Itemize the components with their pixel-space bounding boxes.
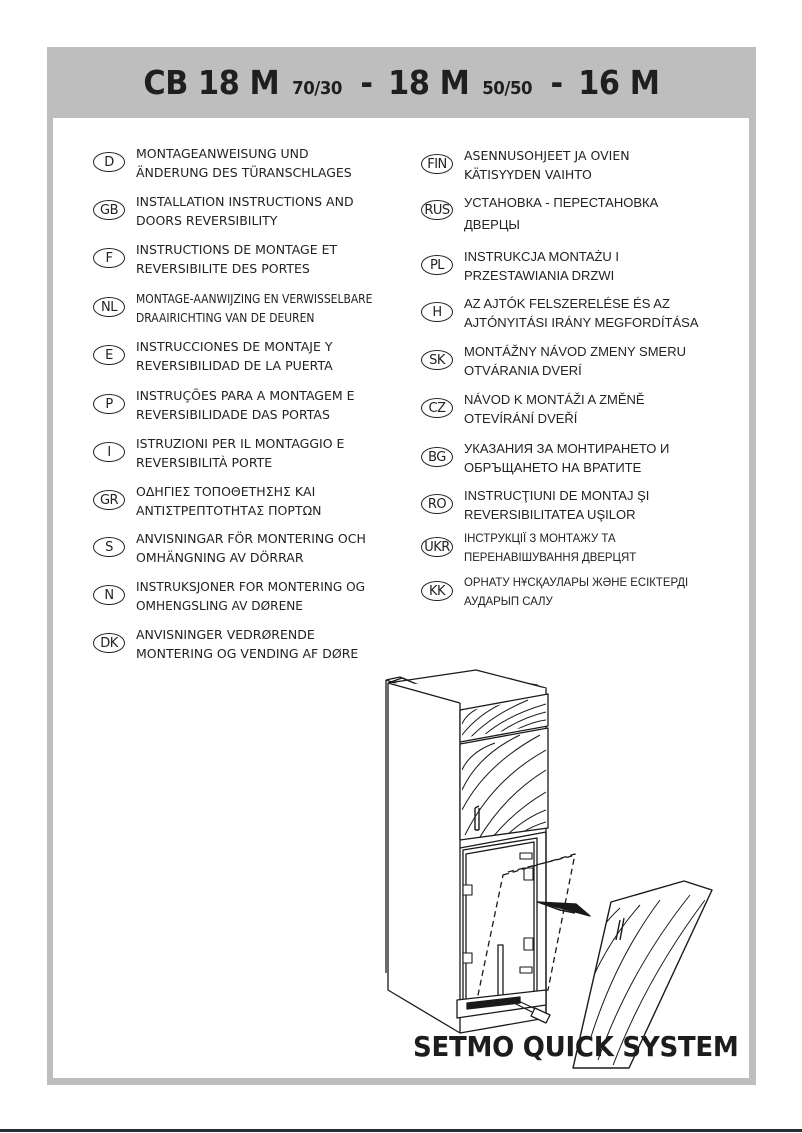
- language-code-badge: BG: [421, 447, 453, 467]
- title-line: OTVÁRANIA DVERÍ: [464, 363, 582, 378]
- title-line: ΟΔΗΓΙΕΣ ΤΟΠΟΘΕΤΗΣΗΣ ΚΑΙ: [136, 484, 316, 499]
- language-code-badge: I: [93, 442, 125, 462]
- title-line: УКАЗАНИЯ ЗА МОНТИРАНЕТО И: [464, 441, 670, 456]
- title-line: ΑΝΤΙΣΤΡΕΠΤΟΤΗΤΑΣ ΠΟΡΤΩΝ: [136, 503, 322, 518]
- title-line: OMHENGSLING AV DØRENE: [136, 598, 303, 613]
- title-line: REVERSIBILIDAD DE LA PUERTA: [136, 358, 333, 373]
- title-line: DOORS REVERSIBILITY: [136, 213, 278, 228]
- title-line: KÄTISYYDEN VAIHTO: [464, 167, 592, 182]
- language-entry: S ANVISNINGAR FÖR MONTERING OCH OMHÄNGNIN…: [93, 529, 366, 567]
- language-code-badge: P: [93, 394, 125, 414]
- language-code-badge: DK: [93, 633, 125, 653]
- language-entry: PL INSTRUKCJA MONTAŻU I PRZESTAWIANIA DRZ…: [421, 247, 619, 285]
- title-line: ДВЕРЦЫ: [464, 217, 520, 232]
- title-line: REVERSIBILITE DES PORTES: [136, 261, 310, 276]
- page-bottom-rule: [0, 1129, 802, 1132]
- model-name: 16 M: [578, 63, 660, 102]
- title-line: INSTRUÇÕES PARA A MONTAGEM E: [136, 388, 355, 403]
- language-entry: CZ NÁVOD K MONTÁŽI A ZMĚNĚ OTEVÍRÁNÍ DVEŘ…: [421, 390, 645, 428]
- language-code-badge: SK: [421, 350, 453, 370]
- title-line: ÄNDERUNG DES TÜRANSCHLAGES: [136, 165, 352, 180]
- language-entry: RUS УСТАНОВКА - ПЕРЕСТАНОВКА ДВЕРЦЫ: [421, 192, 658, 236]
- title-line: REVERSIBILITÀ PORTE: [136, 455, 273, 470]
- language-entry: KK ОРНАТУ НҰСҚАУЛАРЫ ЖӘНЕ ЕСІКТЕРДІ АУДАР…: [421, 573, 700, 611]
- language-code-badge: N: [93, 585, 125, 605]
- title-line: AZ AJTÓK FELSZERELÉSE ÉS AZ: [464, 296, 670, 311]
- language-entry: E INSTRUCCIONES DE MONTAJE Y REVERSIBILID…: [93, 337, 333, 375]
- title-line: INSTALLATION INSTRUCTIONS AND: [136, 194, 354, 209]
- language-entry: I ISTRUZIONI PER IL MONTAGGIO E REVERSIBI…: [93, 434, 344, 472]
- language-code-badge: NL: [93, 297, 125, 317]
- title-line: INSTRUKCJA MONTAŻU I: [464, 249, 620, 264]
- title-line: УСТАНОВКА - ПЕРЕСТАНОВКА: [464, 195, 659, 210]
- title-line: REVERSIBILITATEA UŞILOR: [464, 507, 636, 522]
- model-name: 18 M: [388, 63, 470, 102]
- separator: -: [550, 63, 564, 102]
- model-ratio: 50/50: [482, 78, 533, 99]
- title-line: INSTRUCŢIUNI DE MONTAJ ŞI: [464, 488, 650, 503]
- title-line: AJTÓNYITÁSI IRÁNY MEGFORDÍTÁSA: [464, 315, 699, 330]
- title-line: ПЕРЕНАВІШУВАННЯ ДВЕРЦЯТ: [464, 550, 637, 564]
- language-code-badge: RO: [421, 494, 453, 514]
- title-line: ISTRUZIONI PER IL MONTAGGIO E: [136, 436, 345, 451]
- language-code-badge: D: [93, 152, 125, 172]
- language-entry: RO INSTRUCŢIUNI DE MONTAJ ŞI REVERSIBILIT…: [421, 486, 649, 524]
- language-entry: NL MONTAGE-AANWIJZING EN VERWISSELBARE DR…: [93, 289, 411, 327]
- title-line: DRAAIRICHTING VAN DE DEUREN: [136, 310, 315, 325]
- title-line: INSTRUKSJONER FOR MONTERING OG: [136, 579, 366, 594]
- header-band: CB 18 M 70/30 - 18 M 50/50 - 16 M: [47, 47, 756, 118]
- separator: -: [360, 63, 373, 102]
- title-line: MONTAGE-AANWIJZING EN VERWISSELBARE: [136, 291, 373, 306]
- title-line: ANVISNINGAR FÖR MONTERING OCH: [136, 531, 366, 546]
- title-line: ОРНАТУ НҰСҚАУЛАРЫ ЖӘНЕ ЕСІКТЕРДІ: [464, 575, 689, 589]
- language-entry: GR ΟΔΗΓΙΕΣ ΤΟΠΟΘΕΤΗΣΗΣ ΚΑΙ ΑΝΤΙΣΤΡΕΠΤΟΤΗΤ…: [93, 482, 321, 520]
- title-line: PRZESTAWIANIA DRZWI: [464, 268, 615, 283]
- language-entry: D MONTAGEANWEISUNG UND ÄNDERUNG DES TÜRAN…: [93, 144, 352, 182]
- language-entry: UKR ІНСТРУКЦІЇ З МОНТАЖУ ТА ПЕРЕНАВІШУВАН…: [421, 529, 645, 567]
- language-entry: H AZ AJTÓK FELSZERELÉSE ÉS AZ AJTÓNYITÁSI…: [421, 294, 699, 332]
- language-entry: SK MONTÁŽNY NÁVOD ZMENY SMERU OTVÁRANIA D…: [421, 342, 686, 380]
- title-line: ASENNUSOHJEET JA OVIEN: [464, 148, 630, 163]
- title-line: MONTÁŽNY NÁVOD ZMENY SMERU: [464, 344, 686, 359]
- language-code-badge: CZ: [421, 398, 453, 418]
- title-line: INSTRUCCIONES DE MONTAJE Y: [136, 339, 333, 354]
- title-line: INSTRUCTIONS DE MONTAGE ET: [136, 242, 338, 257]
- page-title: CB 18 M 70/30 - 18 M 50/50 - 16 M: [143, 63, 659, 102]
- language-code-badge: H: [421, 302, 453, 322]
- title-line: MONTERING OG VENDING AF DØRE: [136, 646, 359, 661]
- language-entry: P INSTRUÇÕES PARA A MONTAGEM E REVERSIBIL…: [93, 386, 355, 424]
- content-panel: D MONTAGEANWEISUNG UND ÄNDERUNG DES TÜRAN…: [53, 118, 749, 1078]
- title-line: NÁVOD K MONTÁŽI A ZMĚNĚ: [464, 392, 645, 407]
- title-line: REVERSIBILIDADE DAS PORTAS: [136, 407, 330, 422]
- title-line: OMHÄNGNING AV DÖRRAR: [136, 550, 304, 565]
- language-code-badge: E: [93, 345, 125, 365]
- language-entry: DK ANVISNINGER VEDRØRENDE MONTERING OG VE…: [93, 625, 358, 663]
- language-code-badge: GB: [93, 200, 125, 220]
- system-brand-title: SETMO QUICK SYSTEM: [413, 1030, 739, 1063]
- language-entry: FIN ASENNUSOHJEET JA OVIEN KÄTISYYDEN VAI…: [421, 146, 630, 184]
- title-line: АУДАРЫП САЛУ: [464, 594, 553, 608]
- model-ratio: 70/30: [292, 78, 343, 99]
- language-code-badge: UKR: [421, 537, 453, 557]
- language-code-badge: S: [93, 537, 125, 557]
- title-line: ОБРЪЩАНЕТО НА ВРАТИТЕ: [464, 460, 642, 475]
- language-code-badge: RUS: [421, 200, 453, 220]
- language-code-badge: PL: [421, 255, 453, 275]
- language-code-badge: KK: [421, 581, 453, 601]
- language-code-badge: FIN: [421, 154, 453, 174]
- language-entry: GB INSTALLATION INSTRUCTIONS AND DOORS RE…: [93, 192, 354, 230]
- title-line: ANVISNINGER VEDRØRENDE: [136, 627, 315, 642]
- title-line: OTEVÍRÁNÍ DVEŘÍ: [464, 411, 578, 426]
- title-line: MONTAGEANWEISUNG UND: [136, 146, 309, 161]
- language-entry: F INSTRUCTIONS DE MONTAGE ET REVERSIBILIT…: [93, 240, 337, 278]
- language-code-badge: F: [93, 248, 125, 268]
- language-code-badge: GR: [93, 490, 125, 510]
- page-frame: CB 18 M 70/30 - 18 M 50/50 - 16 M D MONT…: [47, 47, 756, 1085]
- language-entry: N INSTRUKSJONER FOR MONTERING OG OMHENGSL…: [93, 577, 372, 615]
- language-entry: BG УКАЗАНИЯ ЗА МОНТИРАНЕТО И ОБРЪЩАНЕТО Н…: [421, 439, 669, 477]
- model-name: CB 18 M: [143, 63, 280, 102]
- title-line: ІНСТРУКЦІЇ З МОНТАЖУ ТА: [464, 531, 616, 545]
